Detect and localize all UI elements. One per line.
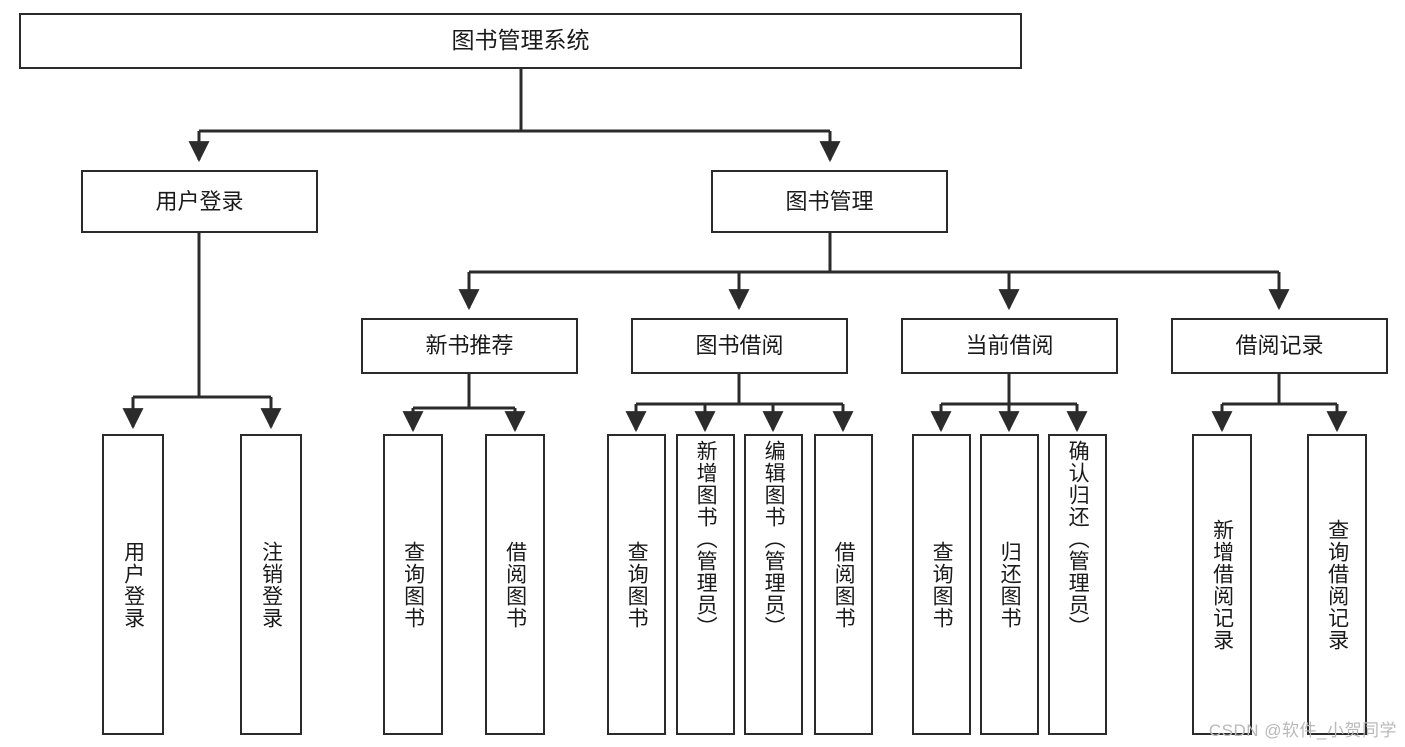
node-new-book-recommend[interactable]: 新书推荐 [361, 318, 578, 374]
node-leaf-add-borrow-record[interactable]: 新增借阅记录 [1192, 434, 1252, 735]
node-borrow-record[interactable]: 借阅记录 [1171, 318, 1388, 374]
node-label: 借阅记录 [1235, 333, 1324, 359]
node-label: 归还图书 [998, 540, 1022, 629]
node-label: 图书管理 [785, 188, 874, 214]
node-leaf-query-book-borrow[interactable]: 查询图书 [607, 434, 666, 735]
node-label: 图书管理系统 [451, 27, 590, 54]
node-label: 用户登录 [155, 188, 244, 214]
node-label: 查询图书 [930, 540, 954, 629]
node-label: 注销登录 [259, 540, 283, 629]
node-leaf-borrow-book[interactable]: 借阅图书 [814, 434, 873, 735]
node-leaf-query-book-current[interactable]: 查询图书 [912, 434, 971, 735]
node-leaf-confirm-return-admin[interactable]: 确认归还（管理员） [1048, 434, 1107, 735]
node-leaf-user-login[interactable]: 用户登录 [102, 434, 164, 735]
node-leaf-logout[interactable]: 注销登录 [240, 434, 302, 735]
node-label: 图书借阅 [695, 333, 784, 359]
node-label: 借阅图书 [832, 540, 856, 629]
node-book-management[interactable]: 图书管理 [711, 170, 948, 233]
node-label: 借阅图书 [503, 540, 527, 629]
node-label: 新书推荐 [425, 333, 514, 359]
node-label: 用户登录 [121, 540, 145, 629]
node-label: 确认归还（管理员） [1066, 440, 1090, 638]
node-label: 查询图书 [625, 540, 649, 629]
node-user-login[interactable]: 用户登录 [81, 170, 318, 233]
node-label: 查询图书 [401, 540, 425, 629]
node-label: 新增图书（管理员） [694, 440, 718, 638]
node-root-book-management-system[interactable]: 图书管理系统 [19, 13, 1022, 69]
node-leaf-edit-book-admin[interactable]: 编辑图书（管理员） [744, 434, 803, 735]
node-label: 当前借阅 [965, 333, 1054, 359]
node-leaf-add-book-admin[interactable]: 新增图书（管理员） [676, 434, 735, 735]
node-leaf-query-book-recommend[interactable]: 查询图书 [383, 434, 443, 735]
node-label: 查询借阅记录 [1325, 518, 1349, 651]
node-leaf-query-borrow-record[interactable]: 查询借阅记录 [1307, 434, 1367, 735]
csdn-watermark: CSDN @软件_小贺同学 [1208, 721, 1397, 740]
node-label: 编辑图书（管理员） [762, 440, 786, 638]
node-label: 新增借阅记录 [1210, 518, 1234, 651]
node-leaf-return-book[interactable]: 归还图书 [980, 434, 1039, 735]
node-leaf-borrow-book-recommend[interactable]: 借阅图书 [485, 434, 545, 735]
node-book-borrow[interactable]: 图书借阅 [631, 318, 848, 374]
node-current-borrow[interactable]: 当前借阅 [901, 318, 1118, 374]
